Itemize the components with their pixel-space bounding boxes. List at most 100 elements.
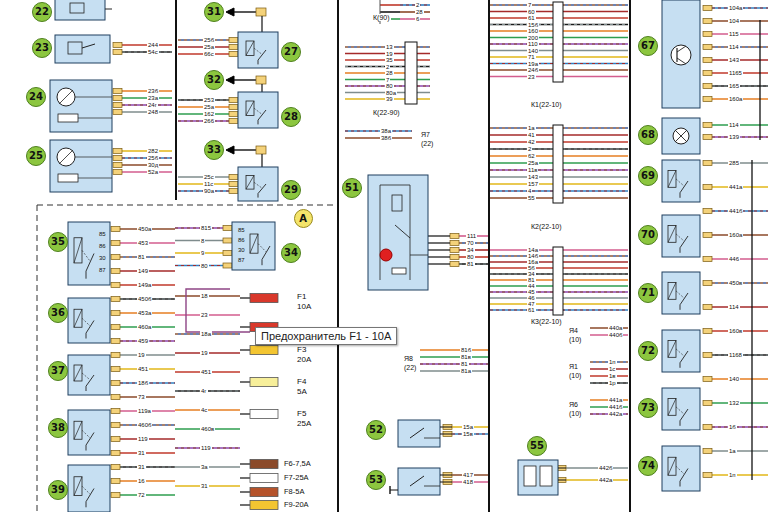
wire-number: 90а [203,188,215,194]
wire [240,326,250,327]
relay-contact [258,110,266,120]
wire-number: 15в [462,431,474,437]
tooltip-text: Предохранитель F1 - 10A [261,330,391,342]
connector-pin [111,381,120,386]
ground-symbol [390,490,398,491]
wire [712,450,768,452]
connector-pin [450,255,459,260]
relay-coil [74,309,82,327]
connector-pin [703,84,712,89]
wire [420,356,488,358]
callout-number: 37 [48,361,68,381]
resistor-symbol [58,174,78,182]
wire-number: 114 [728,304,740,310]
wire-number: 450а [137,226,152,232]
wire-number: 3а [200,464,209,470]
fuse-label: F6-7,5A [283,460,312,468]
relay-contact [680,351,688,363]
relay-contact [86,502,87,508]
wire-number: 61 [527,307,536,313]
callout-text: 39 [51,484,65,495]
connector-block [405,42,417,104]
wire-number: 460б [137,422,152,428]
callout-text: 51 [345,182,359,193]
connector-pin [703,6,712,11]
fuse-label: F5 [296,410,307,418]
connector-pin [450,234,459,239]
wire-number: 72 [137,492,146,498]
connector-label: К1(22-10) [530,101,563,108]
wire-number: 285 [728,160,740,166]
wire-number: 7 [385,77,390,83]
wire [428,235,450,236]
component-box [662,272,700,314]
wire [428,256,450,257]
indicator-lamp [380,249,392,261]
callout-text: 24 [29,91,43,102]
callout-number: 39 [48,480,68,500]
relay-coil [668,457,676,475]
callout-text: 31 [207,6,221,17]
relay-contact [258,184,266,194]
wire [566,479,628,481]
wire-number: 111 [466,233,477,239]
callout-text: 34 [284,247,298,258]
wire-number: 453 [137,240,149,246]
wire-number: 160 [527,28,539,34]
callout-text: 32 [207,74,221,85]
component-box [68,222,110,285]
connector-pin [111,297,120,302]
callout-text: 70 [641,229,655,240]
relay-link [254,48,262,54]
relay-link [254,182,262,188]
connector-pin [113,110,122,115]
connector-pin [703,281,712,286]
wire-number: 42 [527,139,536,145]
relay-contact [258,50,266,60]
wire [78,178,112,179]
wire [712,426,768,428]
wire-number: 441б [728,208,743,214]
switch-symbol [70,3,84,13]
fuse-symbol [392,268,406,274]
wire [420,349,488,351]
connector-pin [111,367,120,372]
relay-coil [246,41,254,55]
wire-number: 459 [137,338,149,344]
wire-number: 55 [527,195,536,201]
wire [120,480,175,482]
connector-pin [229,175,238,180]
wire-number: 160а [728,232,743,238]
wire-number: 4с [200,407,208,413]
connector-label: (22) [420,140,434,147]
component-box [368,175,428,290]
relay-coil [668,171,676,188]
wire-number: 80 [466,254,475,260]
callout-number: 29 [281,180,301,200]
wire-number: 140 [527,48,539,54]
relay-coil [668,341,676,358]
wire-number: 80а [385,90,397,96]
wire [712,474,768,476]
connector-pin [703,97,712,102]
wire-number: 11в [527,167,538,173]
relay-coil [74,477,82,496]
connector-pin [703,449,712,454]
fuse-symbol [250,378,278,387]
callout-text: 35 [51,236,65,247]
ground-symbol [389,486,390,494]
wire-number: 8 [200,238,205,244]
wire-number: 815 [200,225,212,231]
connector-pin [256,146,266,154]
connector-pin [111,395,120,400]
arrow-symbol [226,76,234,84]
connector-pin [703,32,712,37]
bus-line [337,0,339,512]
switch-symbol [410,476,424,486]
relay-coil [668,226,676,243]
connector-pin [703,19,712,24]
coil-symbol [540,466,552,486]
relay-coil [74,421,82,439]
lamp-symbol [675,130,687,142]
wire-number: 38а [380,128,392,134]
